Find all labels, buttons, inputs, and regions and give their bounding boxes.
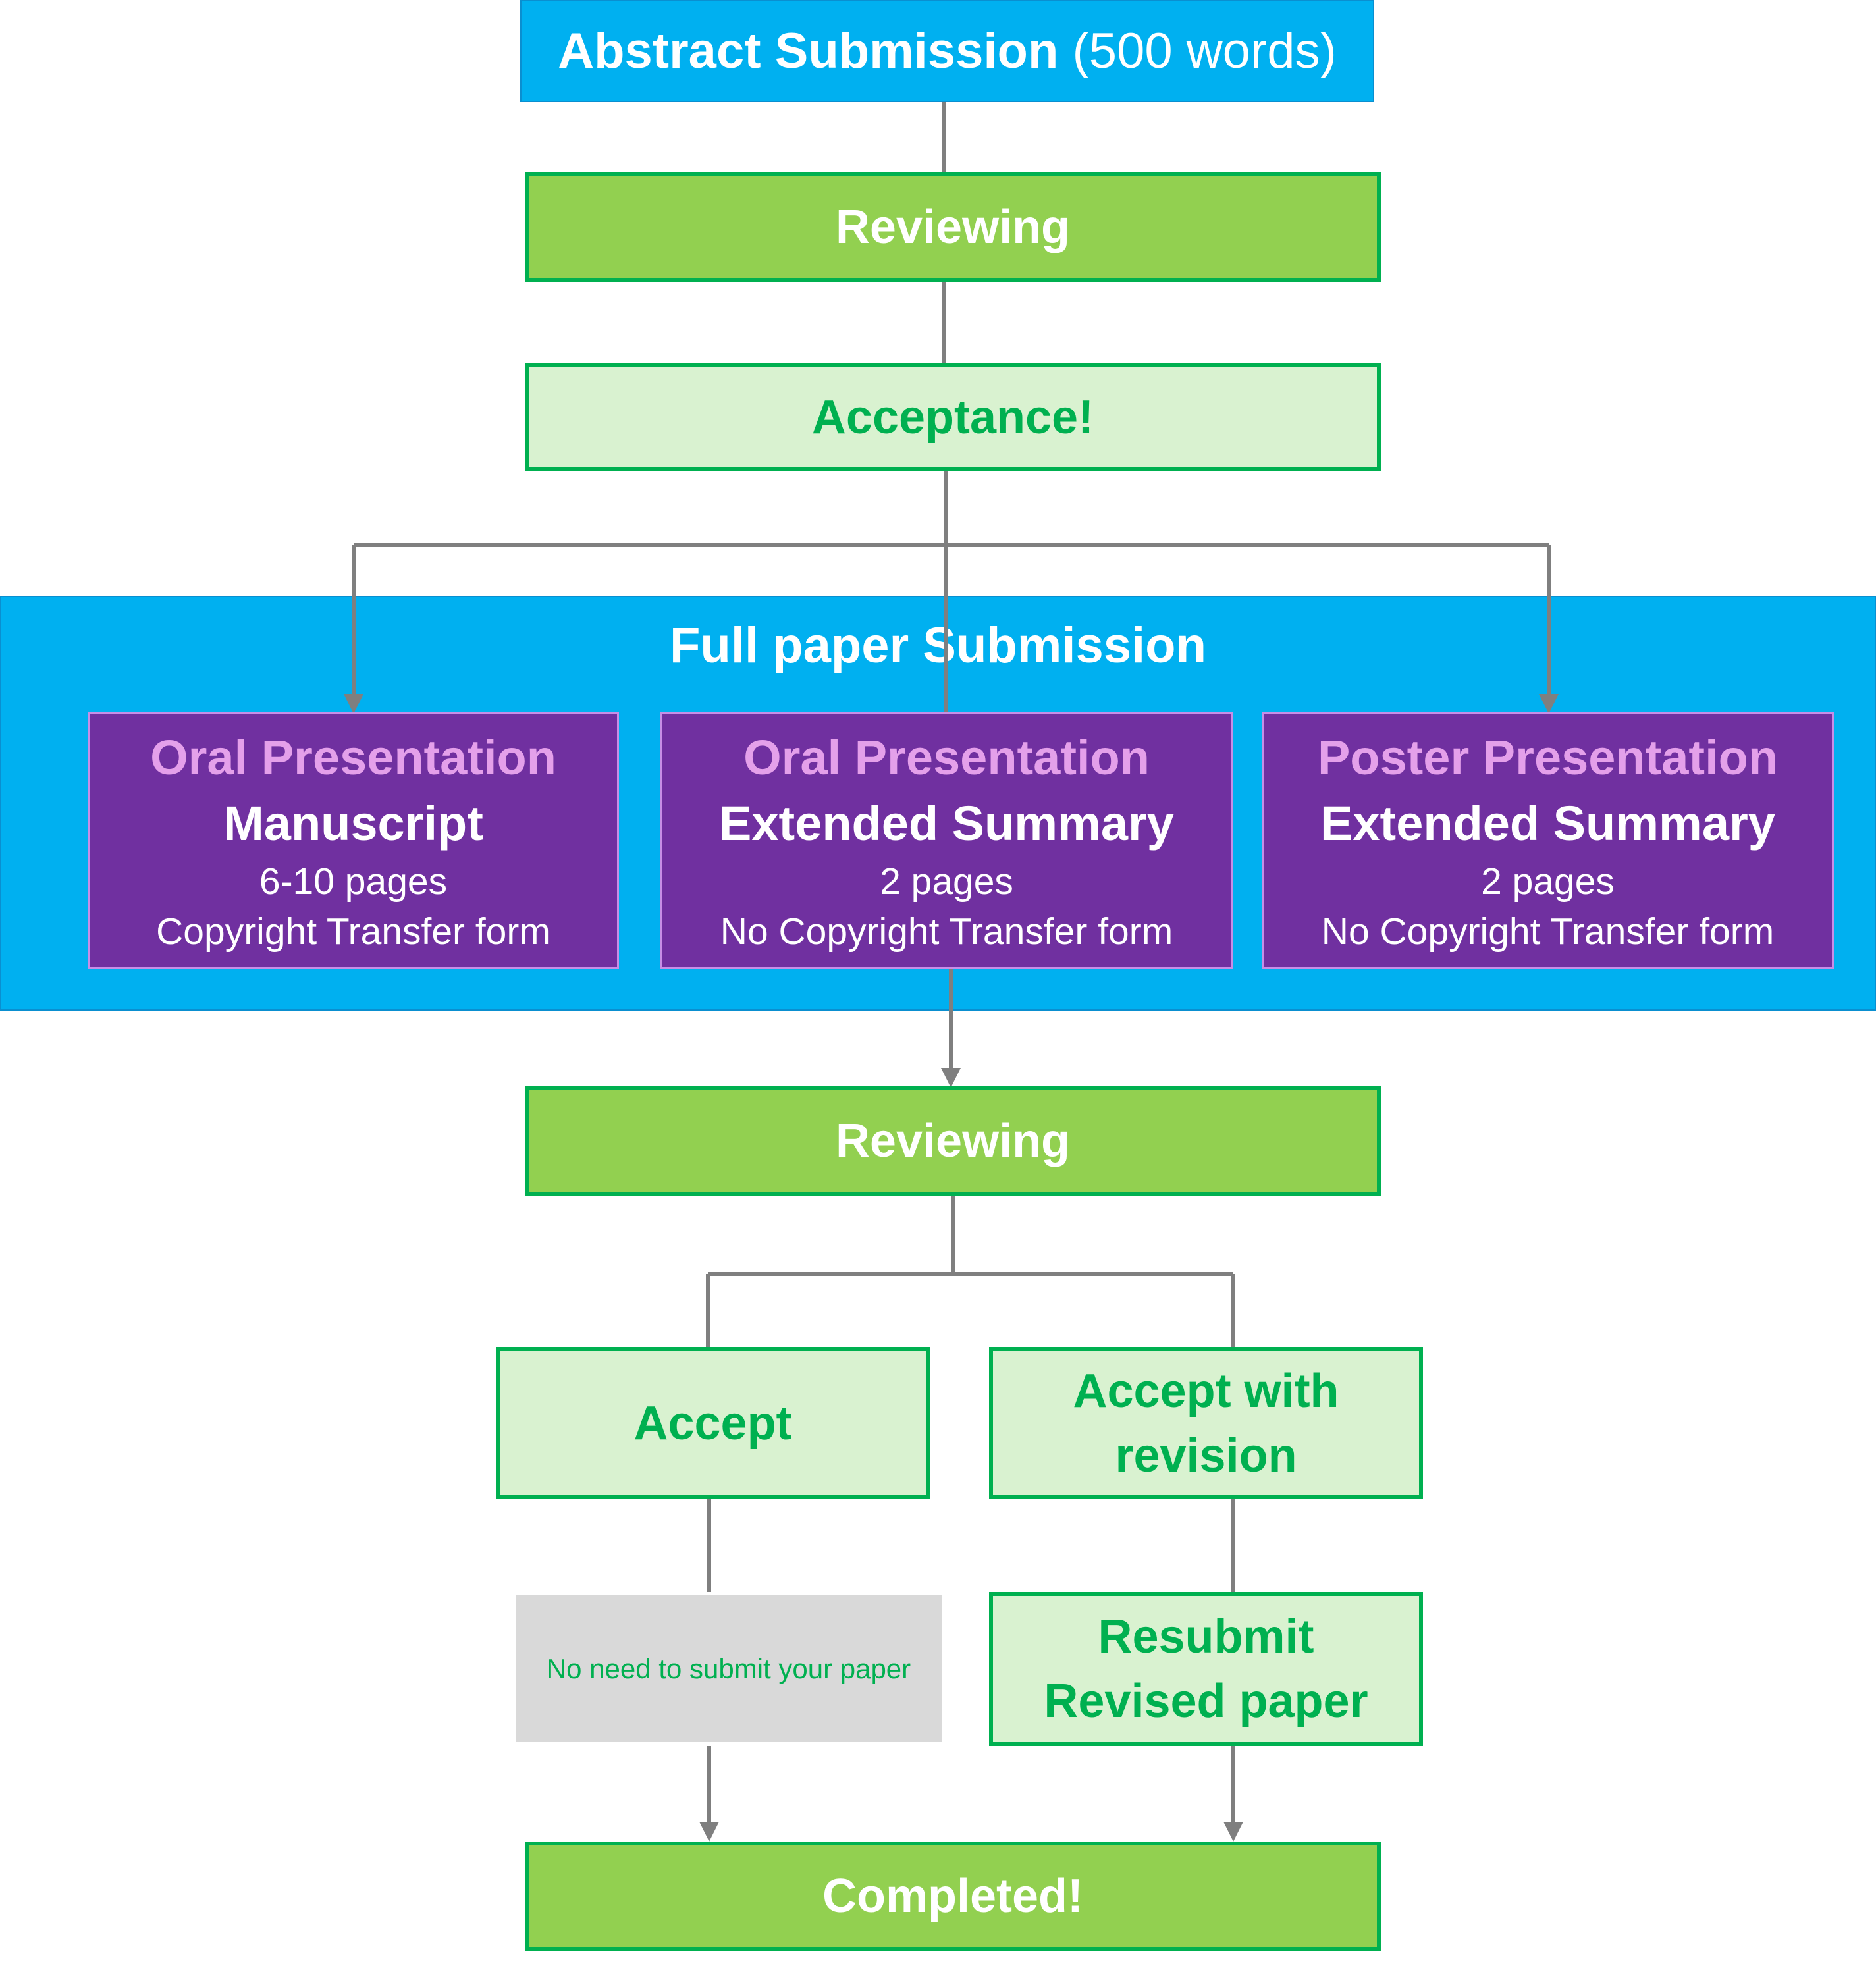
reviewing-label-2: Reviewing xyxy=(835,1115,1071,1167)
completed-box: Completed! xyxy=(525,1842,1381,1951)
option-1-form: Copyright Transfer form xyxy=(156,911,550,953)
accept-revision-line-1: Accept with xyxy=(1073,1364,1339,1418)
accept-revision-line-2: revision xyxy=(1115,1429,1297,1482)
option-2-type: Extended Summary xyxy=(719,796,1174,851)
option-3-form: No Copyright Transfer form xyxy=(1321,911,1775,953)
option-3-type: Extended Summary xyxy=(1320,796,1775,851)
reviewing-box-1: Reviewing xyxy=(525,172,1381,282)
option-1-pages: 6-10 pages xyxy=(259,861,448,903)
accept-box: Accept xyxy=(496,1347,930,1499)
accept-label: Accept xyxy=(633,1396,792,1450)
abstract-submission-box: Abstract Submission (500 words) xyxy=(520,0,1374,102)
resubmit-box: Resubmit Revised paper xyxy=(989,1592,1423,1746)
full-paper-title: Full paper Submission xyxy=(670,618,1206,674)
no-need-box: No need to submit your paper xyxy=(516,1595,942,1742)
option-2-pages: 2 pages xyxy=(880,861,1013,903)
acceptance-label: Acceptance! xyxy=(811,390,1094,444)
acceptance-box: Acceptance! xyxy=(525,363,1381,471)
option-1-type: Manuscript xyxy=(223,796,483,851)
reviewing-box-2: Reviewing xyxy=(525,1086,1381,1196)
resubmit-line-1: Resubmit xyxy=(1098,1610,1314,1663)
option-3-head: Poster Presentation xyxy=(1317,730,1779,785)
option-oral-manuscript: Oral Presentation Manuscript 6-10 pages … xyxy=(88,712,619,969)
accept-revision-box: Accept with revision xyxy=(989,1347,1423,1499)
completed-label: Completed! xyxy=(822,1870,1083,1922)
reviewing-label-1: Reviewing xyxy=(835,201,1071,253)
resubmit-line-2: Revised paper xyxy=(1044,1675,1368,1728)
no-need-label: No need to submit your paper xyxy=(546,1653,911,1684)
abstract-title: Abstract Submission xyxy=(558,22,1059,79)
option-oral-extended: Oral Presentation Extended Summary 2 pag… xyxy=(660,712,1233,969)
abstract-detail: (500 words) xyxy=(1072,22,1337,79)
option-poster-extended: Poster Presentation Extended Summary 2 p… xyxy=(1262,712,1834,969)
option-2-form: No Copyright Transfer form xyxy=(720,911,1173,953)
option-3-pages: 2 pages xyxy=(1481,861,1615,903)
option-1-head: Oral Presentation xyxy=(150,730,556,785)
option-2-head: Oral Presentation xyxy=(743,730,1150,785)
